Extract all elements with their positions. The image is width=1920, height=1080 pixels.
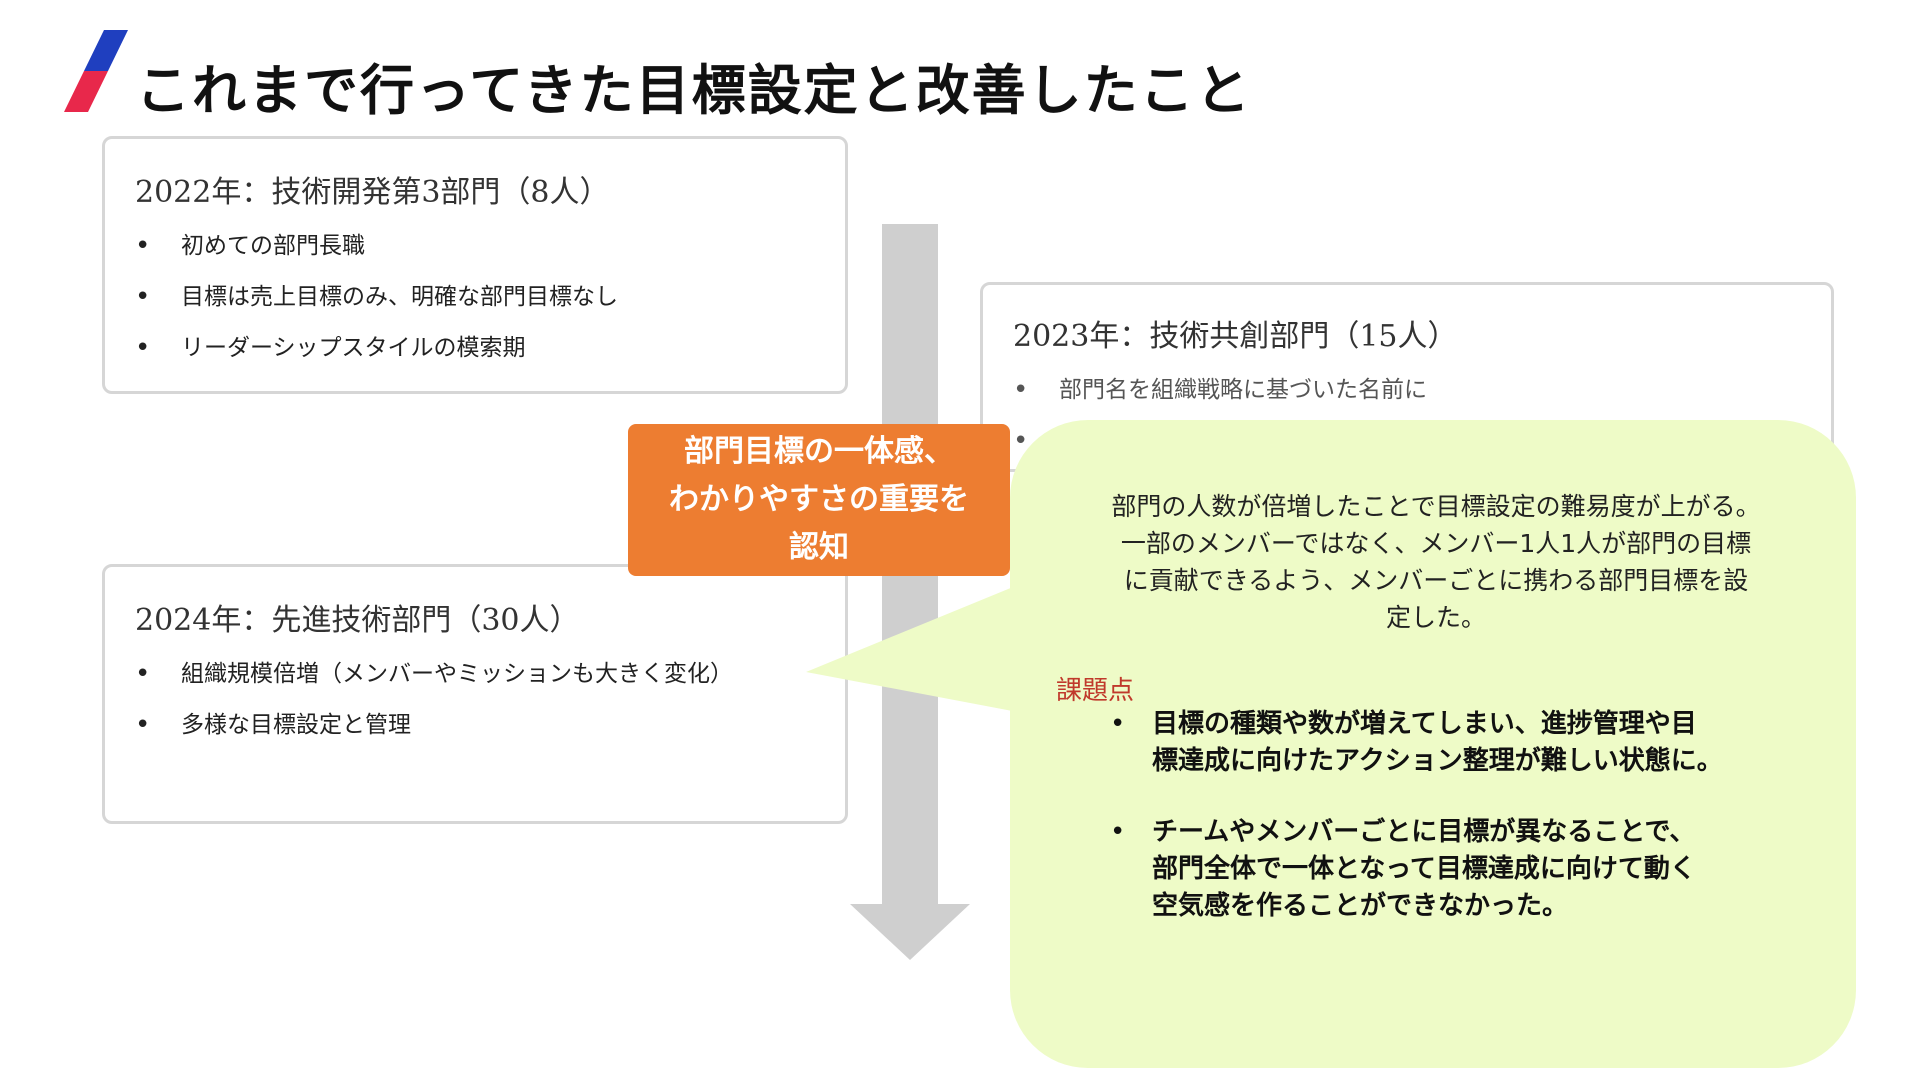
- list-item: 部門名を組織戦略に基づいた名前に: [1013, 373, 1427, 424]
- issue-item: 目標の種類や数が増えてしまい、進捗管理や目 標達成に向けたアクション整理が難しい…: [1110, 706, 1830, 780]
- bubble-line: 定した。: [1385, 603, 1486, 632]
- card-2024: 2024年：先進技術部門（30人） 組織規模倍増（メンバーやミッションも大きく変…: [102, 564, 848, 824]
- issue-line: 標達成に向けたアクション整理が難しい状態に。: [1152, 746, 1723, 776]
- list-item: [1013, 424, 1427, 475]
- card-2022-list: 初めての部門長職 目標は売上目標のみ、明確な部門目標なし リーダーシップスタイル…: [135, 229, 618, 382]
- card-2022-title: 2022年：技術開発第3部門（8人）: [135, 175, 610, 210]
- issue-line: 部門全体で一体となって目標達成に向けて動く: [1152, 854, 1696, 884]
- callout-line: 認知: [789, 530, 849, 565]
- card-2022: 2022年：技術開発第3部門（8人） 初めての部門長職 目標は売上目標のみ、明確…: [102, 136, 848, 394]
- list-item: リーダーシップスタイルの模索期: [135, 331, 618, 382]
- issue-line: 目標の種類や数が増えてしまい、進捗管理や目: [1152, 709, 1697, 739]
- issue-list: 目標の種類や数が増えてしまい、進捗管理や目 標達成に向けたアクション整理が難しい…: [1110, 706, 1830, 959]
- list-item: 目標は売上目標のみ、明確な部門目標なし: [135, 280, 618, 331]
- bubble-line: 一部のメンバーではなく、メンバー1人1人が部門の目標: [1120, 529, 1752, 558]
- card-2024-list: 組織規模倍増（メンバーやミッションも大きく変化） 多様な目標設定と管理: [135, 657, 733, 759]
- list-item: 初めての部門長職: [135, 229, 618, 280]
- callout-line: 部門目標の一体感、: [684, 434, 954, 469]
- callout-box: 部門目標の一体感、 わかりやすさの重要を 認知: [628, 424, 1010, 576]
- issue-line: チームやメンバーごとに目標が異なることで、: [1152, 817, 1696, 847]
- bubble-description: 部門の人数が倍増したことで目標設定の難易度が上がる。 一部のメンバーではなく、メ…: [1040, 488, 1832, 636]
- list-item: 多様な目標設定と管理: [135, 708, 733, 759]
- issue-item: チームやメンバーごとに目標が異なることで、 部門全体で一体となって目標達成に向け…: [1110, 814, 1830, 925]
- timeline-arrow: [850, 224, 970, 960]
- title-accent-slash: [64, 30, 128, 112]
- issue-label: 課題点: [1056, 676, 1135, 706]
- card-2023: 2023年：技術共創部門（15人） 部門名を組織戦略に基づいた名前に: [980, 282, 1834, 509]
- card-2023-title: 2023年：技術共創部門（15人）: [1013, 319, 1458, 354]
- bubble-line: に貢献できるよう、メンバーごとに携わる部門目標を設: [1123, 566, 1749, 595]
- list-item: 組織規模倍増（メンバーやミッションも大きく変化）: [135, 657, 733, 708]
- callout-line: わかりやすさの重要を: [669, 482, 969, 517]
- bubble-line: 部門の人数が倍増したことで目標設定の難易度が上がる。: [1111, 492, 1761, 521]
- page-title: これまで行ってきた目標設定と改善したこと: [136, 59, 1252, 122]
- card-2024-title: 2024年：先進技術部門（30人）: [135, 603, 580, 638]
- issue-line: 空気感を作ることができなかった。: [1152, 891, 1569, 921]
